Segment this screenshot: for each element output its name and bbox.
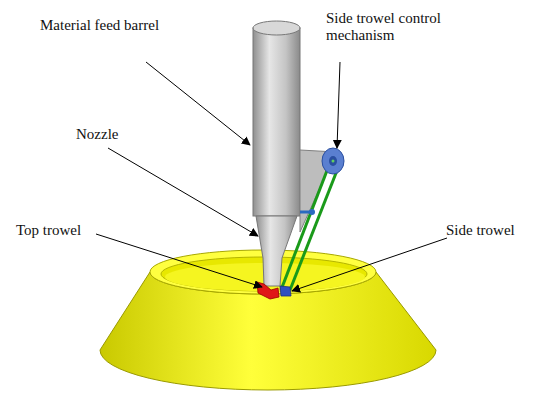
part-label: Material feed barrel — [40, 17, 240, 34]
part-label: Side trowel control mechanism — [326, 10, 466, 44]
side-trowel — [280, 286, 291, 296]
part-label: Side trowel — [446, 222, 536, 239]
side-trowel-linkage — [281, 168, 338, 290]
part-label: Top trowel — [16, 222, 136, 239]
part-label: Nozzle — [76, 126, 196, 143]
material-feed-barrel — [253, 21, 300, 216]
nozzle — [256, 216, 297, 286]
side-trowel-control-pulley — [322, 148, 344, 174]
top-trowel — [257, 282, 279, 299]
leader-arrows — [96, 62, 447, 291]
